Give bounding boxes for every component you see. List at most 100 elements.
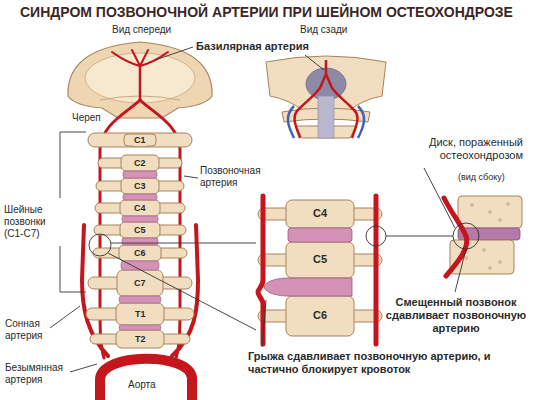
vertebra-label: C6 [132,248,148,259]
vertebra [120,200,160,216]
side-view [488,266,492,270]
intervertebral-disc [123,171,157,178]
side-view [488,210,492,214]
leader-line [60,132,86,292]
leader-line [184,176,198,178]
side-view [464,256,468,260]
leader-line [424,168,455,228]
bone-label: Череп [72,112,101,124]
zoom-vertebrae [286,242,354,278]
vertebra [120,222,160,238]
caption-note: Смещенный позвонок сдавливает позвоночну… [384,296,528,336]
vertebra [95,203,185,213]
posterior-view [318,96,334,138]
vertebra-label: C4 [132,203,148,214]
zoom-vertebrae [288,228,352,242]
zoom-vertebrae [286,200,354,336]
zoom-vertebrae [374,196,379,344]
vertebra-label: C7 [132,278,148,289]
zoom-vertebrae [264,228,352,296]
vertebra [94,225,186,235]
vertebra-label: C4 [311,207,329,220]
posterior-view [266,56,386,138]
leader-line [366,226,386,246]
side-view [498,260,502,264]
artery [139,66,142,100]
vertebra-label: T2 [133,334,148,345]
vertebra-label: C2 [132,158,148,169]
zoom-vertebrae [258,196,376,344]
leader-line [305,55,324,70]
leader-line [455,249,466,292]
leader-line [50,306,80,328]
zoom-vertebrae [258,208,382,220]
vertebra [121,155,159,171]
intervertebral-disc [119,171,161,330]
leader-line [262,300,266,347]
leader-line [453,223,479,249]
artery-label: Позвоночная артерия [200,165,272,189]
intervertebral-disc [122,216,158,222]
vertebra [90,334,190,344]
artery [100,359,192,400]
side-view [444,198,467,276]
vertebra [121,178,159,194]
side-view [498,218,502,222]
leader-line [111,243,256,244]
artery-label: Сонная артерия [5,318,49,342]
leader-line [50,47,479,372]
leader-line [89,234,111,256]
intervertebral-disc [122,238,158,245]
disc-label: Диск, пораженный остеохондрозом [388,136,523,162]
diagram-title: СИНДРОМ ПОЗВОНОЧНОЙ АРТЕРИИ ПРИ ШЕЙНОМ О… [20,4,513,21]
leader-line [155,47,193,60]
zoom-vertebrae [286,296,354,336]
artery-label: Безымянная артерия [5,362,71,386]
view-label: Вид спереди [112,24,171,36]
vertebra [119,245,161,261]
leader-line [108,253,256,330]
vertebra [116,330,164,348]
vertebra [88,277,192,289]
vertebra-label: C3 [132,181,148,192]
intervertebral-disc [119,325,161,330]
side-view [482,248,486,252]
leader-line [386,236,453,237]
skull [85,53,195,103]
side-view [506,202,510,206]
caption-note: Грыжа сдавливает позвоночную артерию, и … [248,350,520,376]
artery [82,50,198,400]
posterior-view [295,60,358,138]
vertebra [86,308,194,320]
leader-line [70,364,97,372]
view-label: Вид сзади [300,24,347,36]
zoom-vertebrae [258,196,382,344]
vertebra-label: C5 [311,253,329,266]
vertebra [124,134,156,146]
vertebra-label: C1 [132,135,148,146]
vertebra [98,158,182,168]
side-view [464,202,510,270]
zoom-vertebrae [258,254,382,266]
vertebra [117,270,163,296]
zoom-vertebrae [286,200,354,228]
intervertebral-disc [123,194,157,200]
vertebra [86,133,194,348]
zoom-vertebrae [264,278,352,296]
bracket-label: Шейные позвонки (C1-C7) [4,204,56,240]
artery-label: Базилярная артерия [196,40,309,53]
vertebra [96,181,184,191]
side-view [444,196,522,276]
artery-label: Аорта [128,379,156,391]
skull [68,42,212,118]
view-label: (вид сбоку) [458,172,505,183]
vertebra-label: C5 [132,225,148,236]
vertebra-label: T1 [133,309,148,320]
side-view [470,203,474,207]
vertebra [88,133,192,147]
zoom-vertebrae [258,310,382,322]
vertebra-label: C6 [311,309,329,322]
vertebra [116,303,164,325]
